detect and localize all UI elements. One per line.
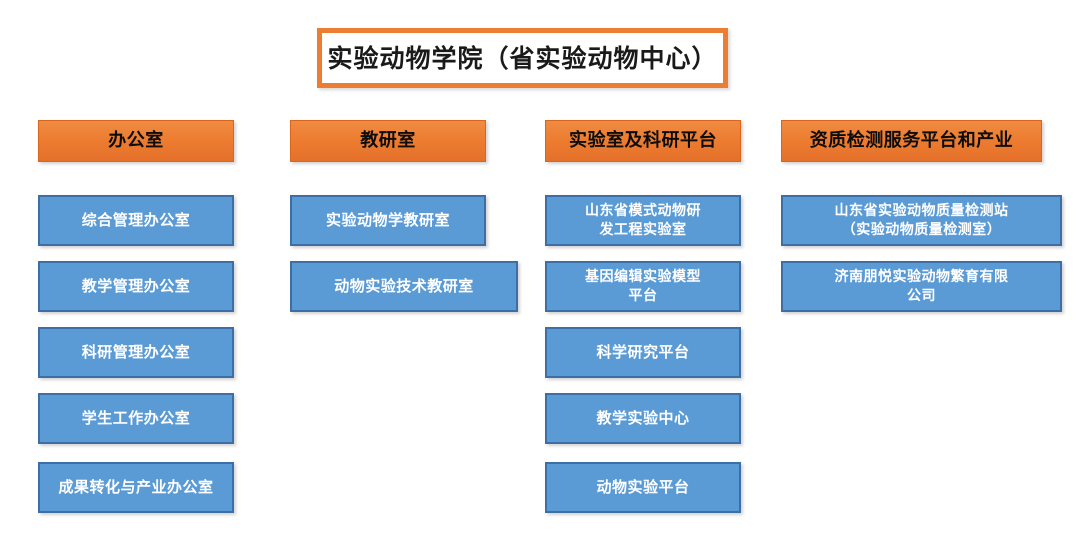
node-item: 动物实验平台	[545, 462, 741, 513]
node-item: 科研管理办公室	[38, 327, 234, 378]
root-node-label: 实验动物学院（省实验动物中心）	[327, 43, 718, 73]
root-node-title: 实验动物学院（省实验动物中心）	[317, 28, 728, 88]
node-label: 教学实验中心	[596, 409, 690, 428]
column-header-qualification-testing: 资质检测服务平台和产业	[781, 120, 1042, 162]
node-item: 济南朋悦实验动物繁育有限 公司	[781, 261, 1062, 312]
column-header-label: 办公室	[108, 130, 164, 151]
node-item: 山东省模式动物研 发工程实验室	[545, 195, 741, 246]
column-header-offices: 办公室	[38, 120, 234, 162]
node-label: 基因编辑实验模型 平台	[585, 268, 701, 304]
node-item: 动物实验技术教研室	[290, 261, 518, 312]
node-item: 综合管理办公室	[38, 195, 234, 246]
node-item: 学生工作办公室	[38, 393, 234, 444]
column-header-label: 资质检测服务平台和产业	[809, 130, 1014, 151]
node-label: 动物实验平台	[596, 478, 690, 497]
node-label: 济南朋悦实验动物繁育有限 公司	[834, 268, 1009, 304]
column-header-labs-platforms: 实验室及科研平台	[545, 120, 741, 162]
node-label: 动物实验技术教研室	[334, 277, 474, 296]
node-label: 学生工作办公室	[81, 409, 191, 428]
node-item: 教学实验中心	[545, 393, 741, 444]
node-item: 基因编辑实验模型 平台	[545, 261, 741, 312]
node-label: 山东省模式动物研 发工程实验室	[585, 202, 701, 238]
node-label: 综合管理办公室	[81, 211, 191, 230]
column-header-teaching-research: 教研室	[290, 120, 486, 162]
node-item: 科学研究平台	[545, 327, 741, 378]
node-label: 山东省实验动物质量检测站 （实验动物质量检测室）	[834, 202, 1009, 238]
node-label: 实验动物学教研室	[325, 211, 450, 230]
node-item: 山东省实验动物质量检测站 （实验动物质量检测室）	[781, 195, 1062, 246]
node-label: 科学研究平台	[596, 343, 690, 362]
column-header-label: 实验室及科研平台	[569, 130, 717, 151]
node-label: 科研管理办公室	[81, 343, 191, 362]
node-label: 教学管理办公室	[81, 277, 191, 296]
node-item: 成果转化与产业办公室	[38, 462, 234, 513]
node-item: 实验动物学教研室	[290, 195, 486, 246]
node-label: 成果转化与产业办公室	[58, 478, 214, 497]
node-item: 教学管理办公室	[38, 261, 234, 312]
column-header-label: 教研室	[360, 130, 416, 151]
